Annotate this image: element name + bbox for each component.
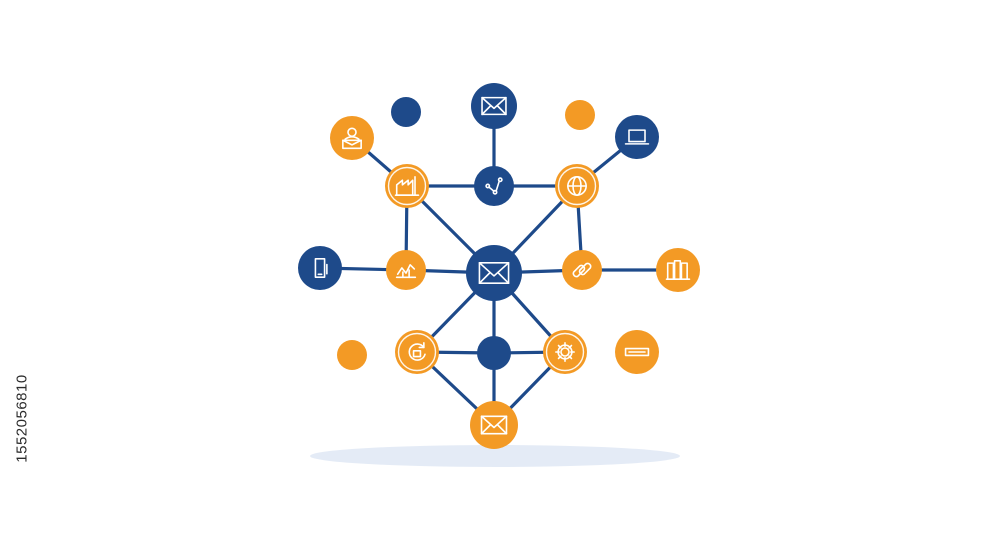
card-icon [624,347,650,357]
link-node [562,250,602,290]
node-circle [470,401,518,449]
node-circle [656,248,700,292]
globe-node [555,164,599,208]
floor-shadow [310,445,680,467]
node-circle [337,340,367,370]
phone-node [298,246,342,290]
mail-top-node [471,83,517,129]
laptop-icon [624,129,650,145]
chart-node [386,250,426,290]
stock-id-text: 1552056810 [8,318,36,518]
node-circle [477,336,511,370]
laptop-node [615,115,659,159]
node-circle [562,250,602,290]
building-node [656,248,700,292]
node-circle [391,97,421,127]
node-circle [474,166,514,206]
globe-icon [567,176,587,196]
envelope-icon [478,262,510,284]
node-circle [543,330,587,374]
dot-navy-mid-node [477,336,511,370]
node-circle [471,83,517,129]
node-circle [386,250,426,290]
share-icon [485,177,503,195]
diagram-nodes [298,83,700,449]
factory-icon [394,176,420,196]
dot-navy-top-node [391,97,421,127]
refresh-node [395,330,439,374]
node-circle [330,116,374,160]
gear-node [543,330,587,374]
bar-node [615,330,659,374]
user-mail-icon [342,127,362,150]
share-node [474,166,514,206]
phone-icon [314,258,328,278]
person-mail-node [330,116,374,160]
dot-orange-left-node [337,340,367,370]
node-circle [565,100,595,130]
envelope-icon [481,96,507,116]
factory-node [385,164,429,208]
node-circle [395,330,439,374]
mail-center-node [466,245,522,301]
refresh-icon [408,342,426,361]
mail-bottom-node [470,401,518,449]
chart-icon [395,264,417,279]
node-circle [615,115,659,159]
node-circle [466,245,522,301]
link-icon [572,262,592,278]
dot-orange-top-node [565,100,595,130]
building-icon [665,260,691,280]
envelope-icon [480,415,508,435]
stock-id-label: 1552056810 [13,373,31,463]
node-circle [298,246,342,290]
gear-icon [555,342,575,362]
node-circle [385,164,429,208]
